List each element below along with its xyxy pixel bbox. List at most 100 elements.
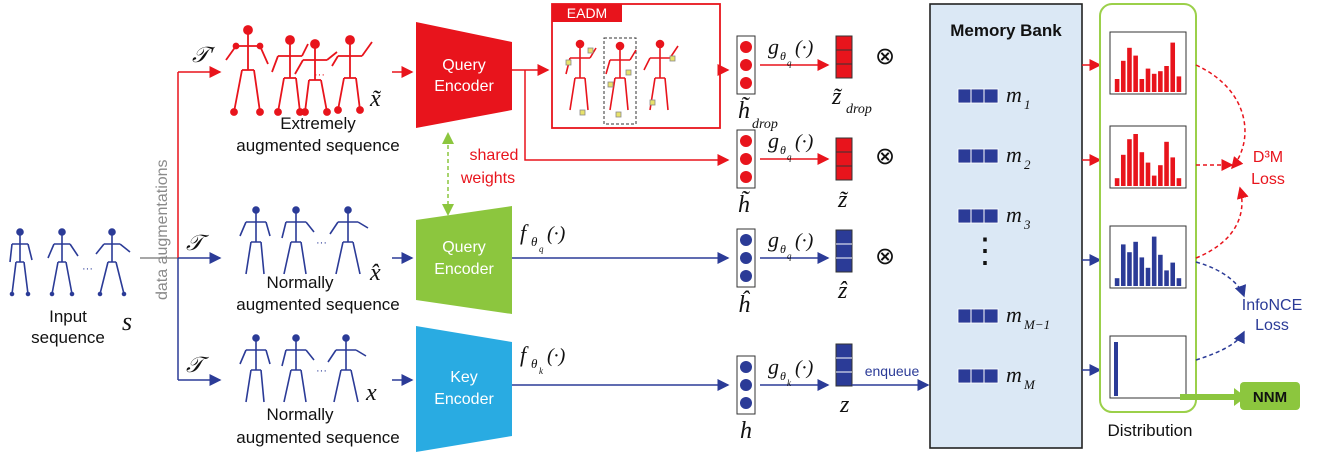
memory-item-sub: 2 <box>1024 157 1031 172</box>
histogram-bar <box>1127 139 1132 186</box>
x-symbol: x <box>365 380 377 406</box>
histogram-bar <box>1164 141 1169 186</box>
distribution-label: Distribution <box>1107 421 1192 440</box>
svg-text:···: ··· <box>316 365 327 377</box>
extreme-caption-line2: augmented sequence <box>236 136 400 155</box>
infonce-arrow-2 <box>1195 330 1245 361</box>
histogram-bar <box>1164 270 1169 286</box>
histogram-bar <box>1145 162 1151 186</box>
memory-item-sub: 3 <box>1023 217 1031 232</box>
h-hat-symbol: ĥ <box>738 291 751 318</box>
histogram-bar <box>1151 236 1157 286</box>
shared-weights-line2: weights <box>460 170 515 187</box>
svg-text:θ: θ <box>780 369 786 383</box>
f-q-label: f θ q (·) <box>520 220 566 254</box>
svg-text:θ: θ <box>780 49 786 63</box>
normal-caption-line1: Normally <box>266 273 334 292</box>
histogram-bar <box>1164 66 1169 92</box>
query-encoder-green-line1: Query <box>442 239 486 256</box>
memory-vdots: ⋮ <box>968 232 1002 270</box>
query-encoder-red: Query Encoder <box>416 22 512 128</box>
h-tilde-symbol: h̃ <box>738 190 750 218</box>
histogram-bar <box>1170 262 1176 286</box>
infonce-loss-line1: InfoNCE <box>1242 297 1302 314</box>
histogram-bar <box>1114 178 1120 186</box>
histogram-bar <box>1114 342 1118 396</box>
f-k-label: f θ k (·) <box>520 342 566 376</box>
histogram-bar <box>1158 165 1163 186</box>
nnm-label: NNM <box>1253 389 1287 406</box>
normal-skeletons: ··· <box>239 206 369 275</box>
svg-text:g: g <box>768 128 779 153</box>
svg-text:···: ··· <box>316 237 327 249</box>
enqueue-label: enqueue <box>865 363 920 379</box>
memory-vector-icon <box>957 208 999 224</box>
svg-text:(·): (·) <box>547 345 566 367</box>
histogram-bar <box>1133 134 1138 186</box>
z-drop-vector <box>835 35 853 79</box>
d3m-arrow-1 <box>1195 64 1246 170</box>
t-prime-symbol: 𝒯′ <box>192 42 216 67</box>
histogram-red-1 <box>1109 31 1187 95</box>
svg-text:k: k <box>787 378 792 388</box>
svg-text:(·): (·) <box>795 131 814 153</box>
histogram-bar <box>1145 68 1151 92</box>
histogram-bar <box>1114 278 1120 286</box>
svg-text:q: q <box>539 244 544 254</box>
h-tilde-vector <box>736 129 756 189</box>
key-caption-line2: augmented sequence <box>236 428 400 447</box>
histogram-bar <box>1158 254 1163 286</box>
infonce-loss-line2: Loss <box>1255 317 1289 334</box>
extreme-skeletons: ··· <box>225 25 373 116</box>
svg-text:···: ··· <box>314 69 325 81</box>
h-drop-symbol: h̃ <box>738 96 750 124</box>
memory-item-symbol: m <box>1006 82 1022 107</box>
d3m-loss-line1: D³M <box>1253 149 1283 166</box>
svg-text:g: g <box>768 227 779 252</box>
shared-weights-line1: shared <box>470 147 519 164</box>
histogram-frame <box>1109 335 1187 399</box>
h-drop-vector <box>736 35 756 95</box>
svg-text:(·): (·) <box>547 223 566 245</box>
h-vector <box>736 355 756 415</box>
z-drop-sub: drop <box>846 102 872 117</box>
eadm-title: EADM <box>567 5 607 21</box>
histogram-red-2 <box>1109 125 1187 189</box>
svg-text:θ: θ <box>780 143 786 157</box>
query-encoder-green-line2: Encoder <box>434 261 494 278</box>
histogram-bar <box>1114 79 1120 92</box>
augmentation-lines <box>140 66 222 386</box>
t-key-symbol: 𝒯 <box>186 352 210 377</box>
histogram-bar <box>1127 47 1132 92</box>
histogram-bar <box>1127 252 1132 286</box>
svg-text:···: ··· <box>82 263 93 275</box>
z-vector <box>835 343 853 387</box>
otimes-3: ⊗ <box>875 243 895 270</box>
query-encoder-red-line1: Query <box>442 57 486 74</box>
otimes-2: ⊗ <box>875 143 895 170</box>
input-symbol: s <box>122 307 132 336</box>
key-caption-line1: Normally <box>266 405 334 424</box>
svg-text:q: q <box>787 251 792 261</box>
x-tilde-symbol: x̃ <box>369 86 382 112</box>
memory-item-symbol: m <box>1006 362 1022 387</box>
z-drop-symbol: z̃ <box>831 84 843 110</box>
h-drop-sub: drop <box>752 117 778 132</box>
histogram-bar <box>1139 152 1145 186</box>
svg-text:f: f <box>520 220 529 245</box>
histogram-bar <box>1176 178 1182 186</box>
distribution-box <box>1099 3 1197 413</box>
z-tilde-vector <box>835 137 853 181</box>
histogram-bar <box>1133 241 1138 286</box>
histogram-bar <box>1151 73 1157 92</box>
query-encoder-green: Query Encoder <box>416 206 512 314</box>
input-label-line2: sequence <box>31 328 105 347</box>
